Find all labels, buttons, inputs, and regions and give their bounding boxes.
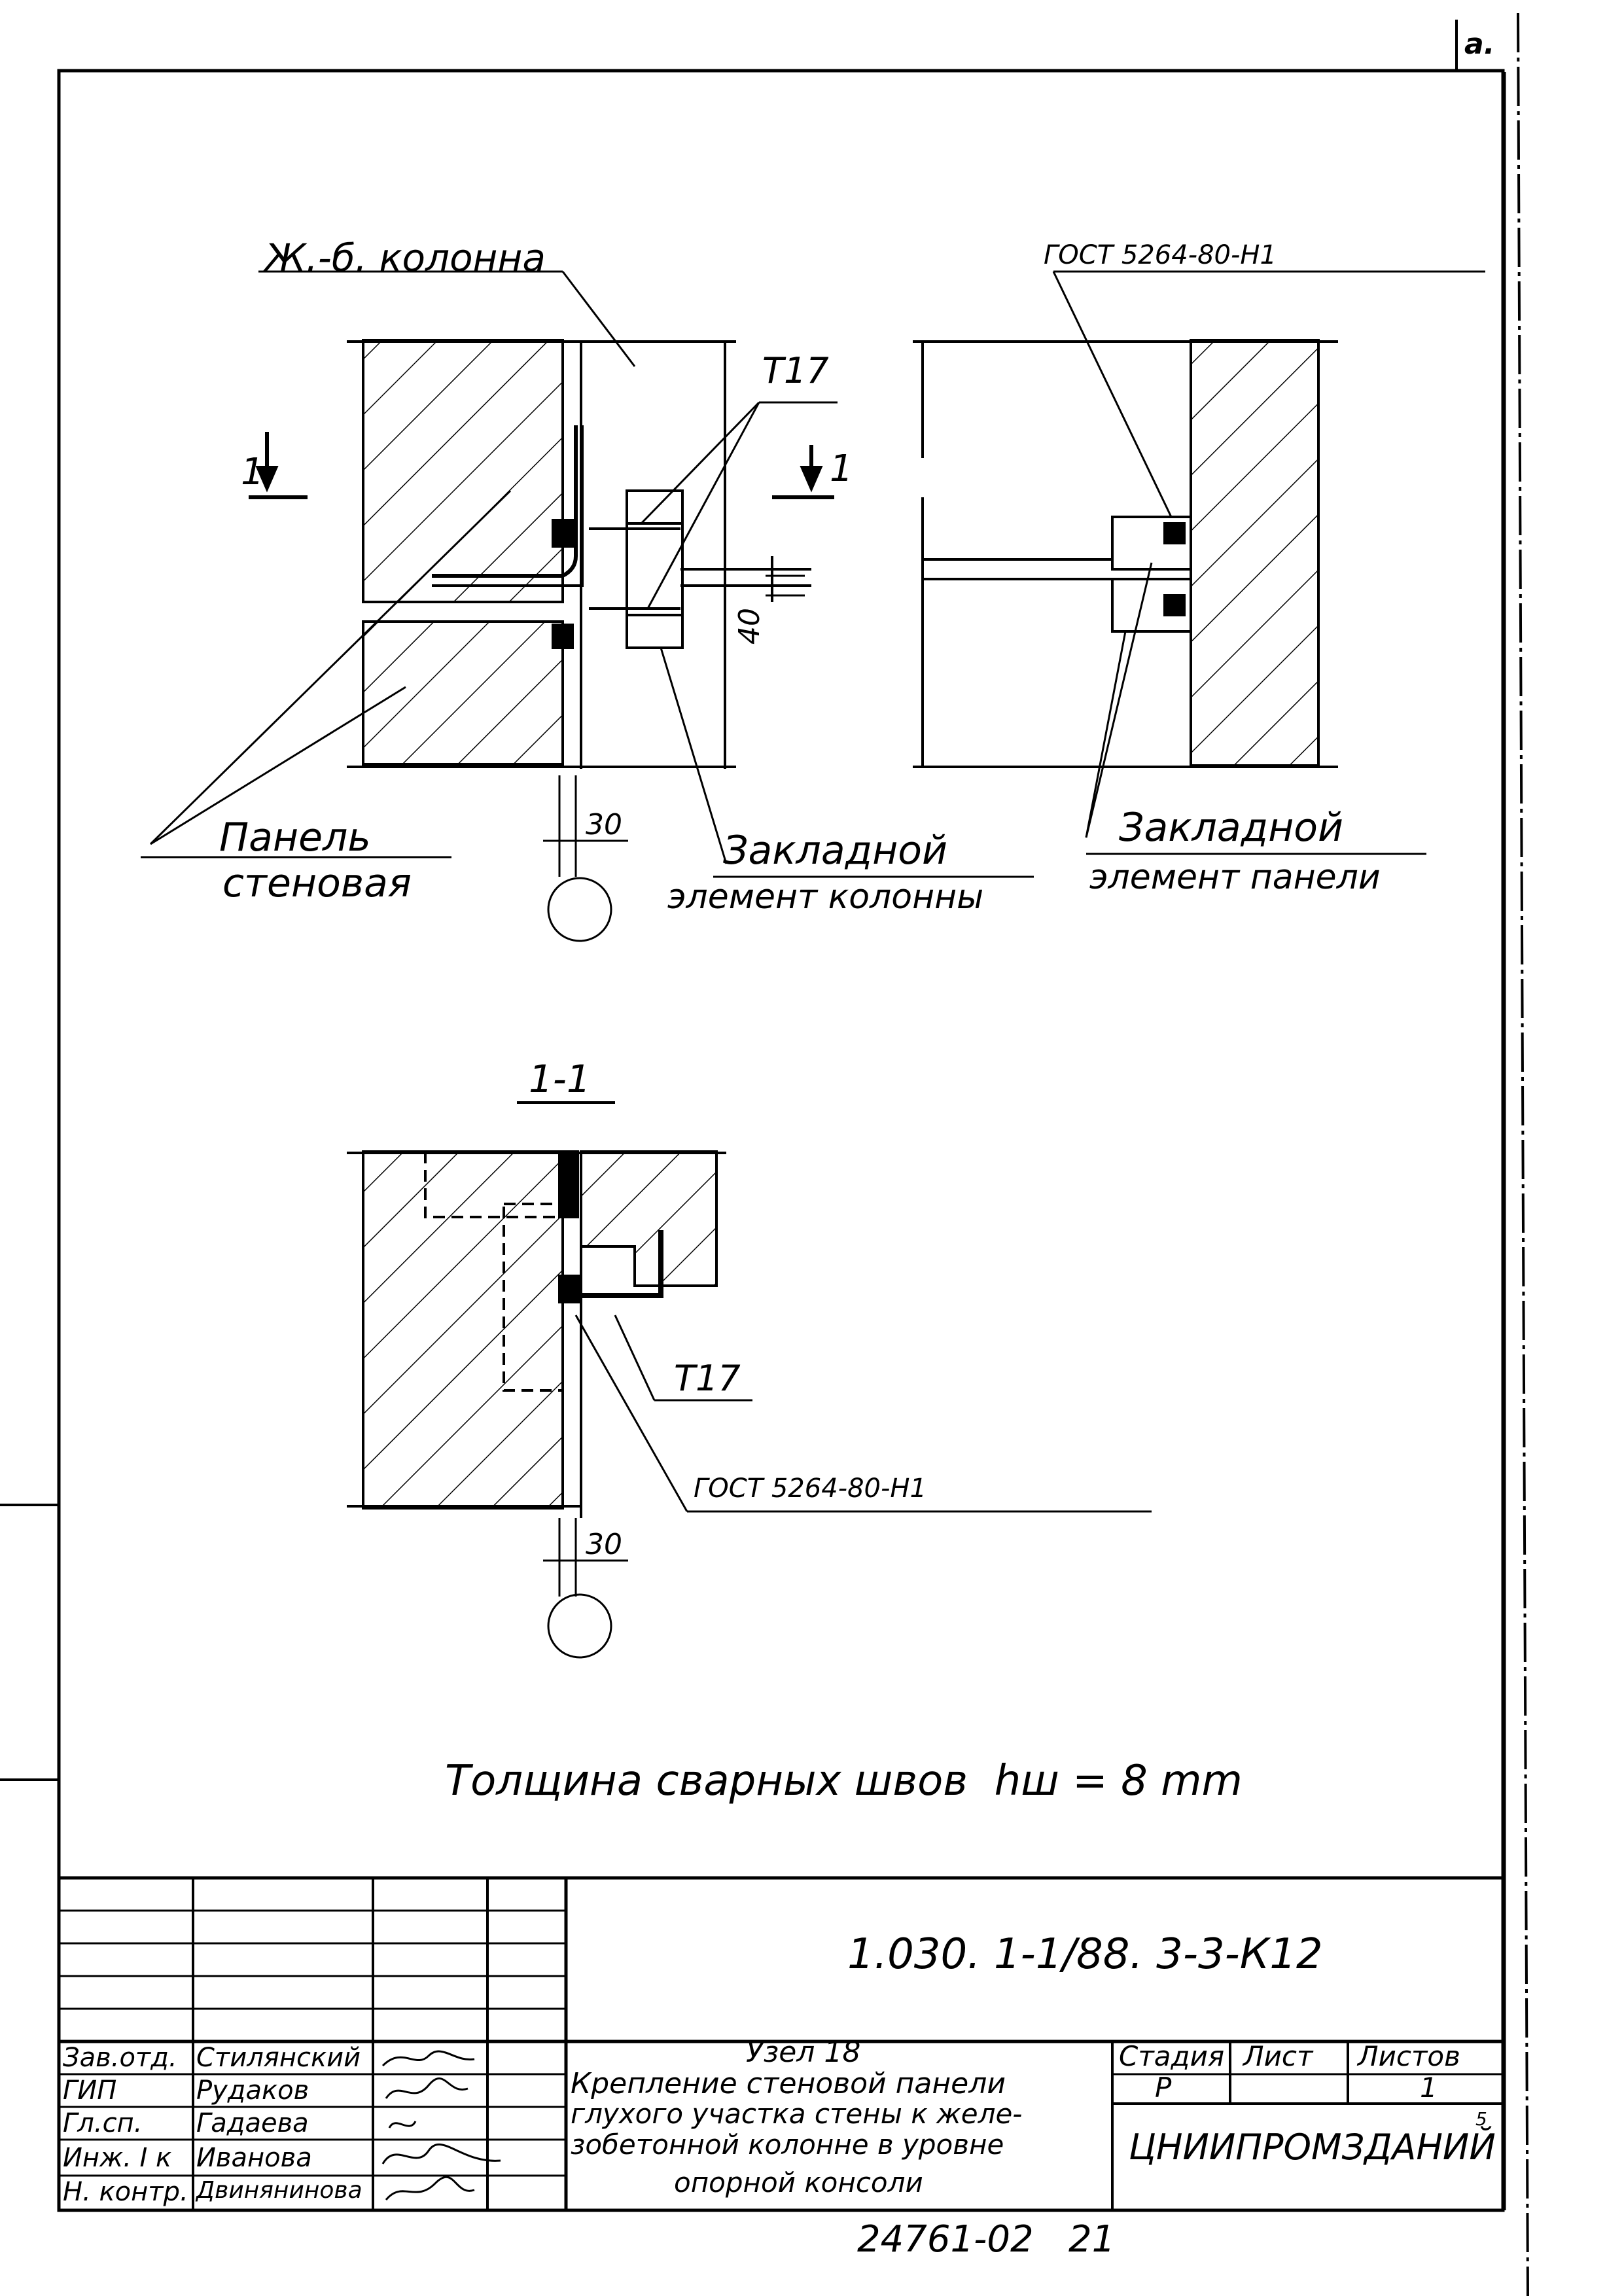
sheets-value: 1 bbox=[1420, 2072, 1438, 2104]
axis-marker-top bbox=[543, 775, 628, 942]
description-line-2: глухого участка стены к желе- bbox=[571, 2098, 1023, 2130]
panel-label-line1: Панель bbox=[219, 815, 371, 860]
stage-value: Р bbox=[1155, 2072, 1172, 2104]
wall-panel-upper bbox=[362, 339, 564, 603]
section-outline bbox=[347, 1150, 726, 1518]
node-title: Узел 18 bbox=[746, 2036, 861, 2069]
panel-embed-line2: элемент панели bbox=[1089, 858, 1381, 897]
weld-thickness-note: Толщина сварных швов hш = 8 mm bbox=[445, 1757, 1243, 1805]
section-dim-30: 30 bbox=[586, 1528, 622, 1561]
weld-symbol-section: T17 bbox=[674, 1358, 741, 1399]
role-2: ГИП bbox=[63, 2075, 117, 2106]
role-1: Зав.отд. bbox=[63, 2043, 177, 2073]
description-line-4: опорной консоли bbox=[674, 2166, 923, 2199]
weld-symbol-top: T17 bbox=[762, 350, 829, 391]
sheets-header: Листов bbox=[1358, 2040, 1460, 2072]
signatures bbox=[381, 2050, 501, 2200]
drawing-frame bbox=[0, 12, 1529, 2296]
title-block-grid bbox=[59, 1876, 1503, 2210]
column-embed-line2: элемент колонны bbox=[667, 877, 984, 917]
gost-label-top: ГОСТ 5264-80-Н1 bbox=[1044, 240, 1277, 270]
panel-label-line2: стеновая bbox=[222, 860, 412, 906]
column-embedded-element bbox=[432, 425, 811, 649]
stage-header: Стадия bbox=[1119, 2040, 1225, 2072]
section-leaders bbox=[543, 1315, 1152, 1659]
right-elevation-view bbox=[913, 270, 1485, 855]
section-mark-right bbox=[772, 445, 834, 499]
role-4: Инж. I к bbox=[63, 2143, 172, 2173]
section-wall-panel bbox=[362, 1150, 564, 1510]
description-line-3: зобетонной колонне в уровне bbox=[571, 2128, 1004, 2161]
role-5: Н. контр. bbox=[63, 2177, 188, 2207]
small-mark: 5 bbox=[1475, 2108, 1487, 2130]
wall-panel-right bbox=[1190, 339, 1320, 767]
right-view-outline bbox=[913, 340, 1338, 768]
section-mark-right-label: 1 bbox=[830, 448, 853, 490]
organization-name: ЦНИИПРОМЗДАНИЙ bbox=[1129, 2127, 1496, 2168]
column-embed-line1: Закладной bbox=[723, 828, 948, 874]
document-code: 1.030. 1-1/88. 3-3-К12 bbox=[847, 1930, 1323, 1979]
name-3: Гадаева bbox=[196, 2108, 309, 2138]
dim-40-left bbox=[766, 574, 805, 597]
name-2: Рудаков bbox=[196, 2075, 309, 2106]
dim-30-label: 30 bbox=[586, 808, 622, 841]
sheet-header: Лист bbox=[1243, 2040, 1313, 2072]
role-3: Гл.сп. bbox=[63, 2108, 143, 2138]
name-1: Стилянский bbox=[196, 2043, 361, 2073]
name-5: Двиняниновa bbox=[196, 2177, 362, 2204]
dim-40-label: 40 bbox=[733, 608, 766, 645]
name-4: Иванова bbox=[196, 2143, 312, 2173]
column-label: Ж.-б. колонна bbox=[265, 236, 546, 280]
panel-embed-line1: Закладной bbox=[1119, 805, 1344, 851]
section-1-1-view: 30 bbox=[347, 1101, 1152, 1659]
footer-code: 24761-02 21 bbox=[857, 2218, 1116, 2261]
leader-lines-right bbox=[1052, 270, 1485, 855]
wall-panel-lower bbox=[362, 620, 564, 766]
description-line-1: Крепление стеновой панели bbox=[571, 2067, 1006, 2100]
section-title: 1-1 bbox=[529, 1057, 591, 1101]
section-mark-left bbox=[249, 432, 308, 499]
corner-mark: a. bbox=[1464, 27, 1494, 61]
gost-label-section: ГОСТ 5264-80-Н1 bbox=[694, 1474, 927, 1504]
leader-lines-left bbox=[141, 270, 1034, 878]
section-mark-left-label: 1 bbox=[241, 451, 264, 493]
left-elevation-view: 1 1 40 bbox=[141, 270, 1034, 942]
section-column bbox=[580, 1150, 718, 1287]
